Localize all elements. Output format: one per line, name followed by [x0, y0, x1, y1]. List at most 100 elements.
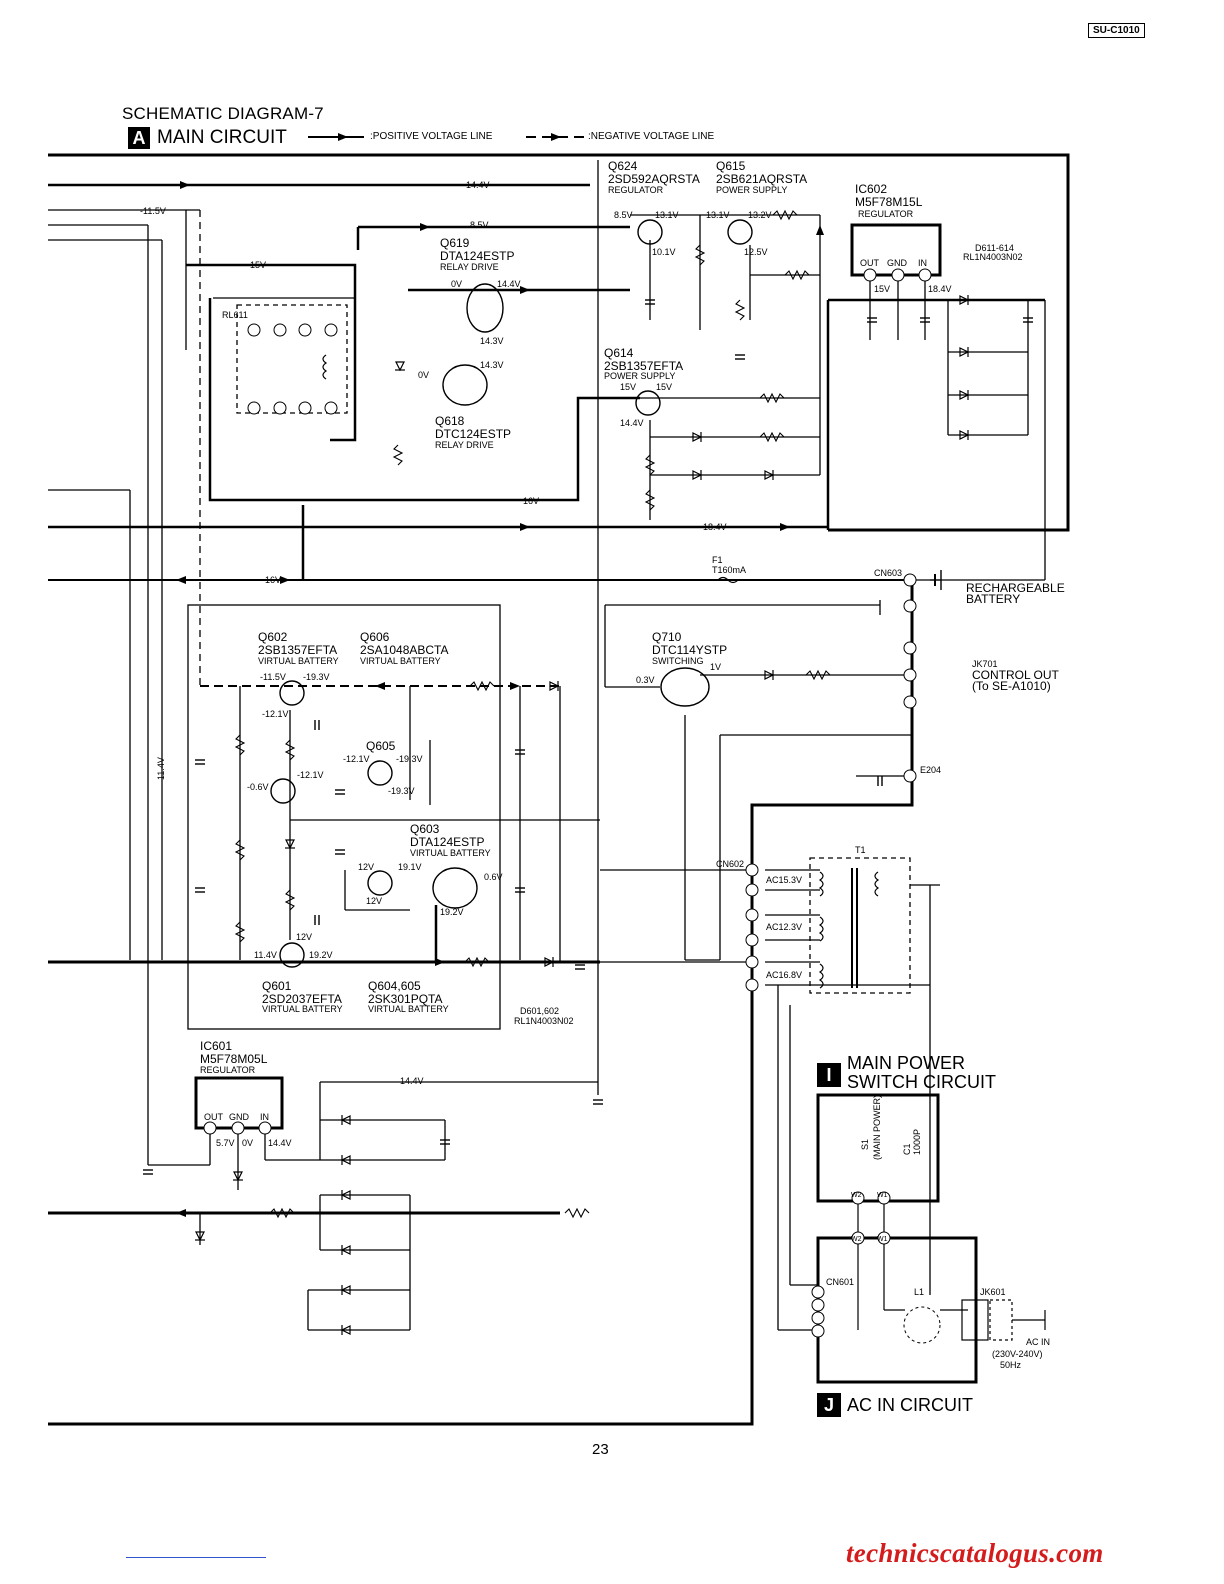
cn603-label: CN603 — [874, 568, 902, 578]
volt-minus-19-3-a: -19.3V — [303, 672, 330, 682]
volt-0-3: 0.3V — [636, 675, 655, 685]
main-power-label-2: SWITCH CIRCUIT — [847, 1072, 996, 1092]
f1-value: T160mA — [712, 565, 746, 575]
volt-15-q614-a: 15V — [620, 382, 636, 392]
volt-12-a: 12V — [358, 862, 374, 872]
main-circuit-label: MAIN CIRCUIT — [157, 127, 287, 148]
ac153-label: AC15.3V — [766, 875, 802, 885]
volt-13-1-a: 13.1V — [655, 210, 679, 220]
volt-0-6: 0.6V — [484, 872, 503, 882]
volt-15-ic602: 15V — [874, 284, 890, 294]
q614-symbol — [635, 390, 661, 416]
q710-part: DTC114YSTP — [652, 643, 727, 657]
volt-0-ic601: 0V — [242, 1138, 253, 1148]
volt-18-4: 18.4V — [703, 522, 727, 532]
l1-label: L1 — [914, 1287, 924, 1297]
q601-role: VIRTUAL BATTERY — [262, 1004, 343, 1014]
q603-role: VIRTUAL BATTERY — [410, 848, 491, 858]
q619-ref: Q619 — [440, 236, 470, 250]
w2-label-lower: W2 — [851, 1236, 862, 1243]
q603-ref: Q603 — [410, 822, 440, 836]
ac-voltage-text: (230V-240V) — [992, 1349, 1043, 1359]
q602-ref: Q602 — [258, 630, 288, 644]
ac-in-circuit-label: AC IN CIRCUIT — [847, 1395, 973, 1415]
q618-part: DTC124ESTP — [435, 427, 511, 441]
volt-14-3-a: 14.3V — [480, 336, 504, 346]
volt-13-2: 13.2V — [748, 210, 772, 220]
volt-12-5: 12.5V — [744, 247, 768, 257]
volt-5-7: 5.7V — [216, 1138, 235, 1148]
q619-role: RELAY DRIVE — [440, 262, 499, 272]
q604-role: VIRTUAL BATTERY — [368, 1004, 449, 1014]
q710-ref: Q710 — [652, 630, 682, 644]
volt-8-5-q624: 8.5V — [614, 210, 633, 220]
q602-symbol — [279, 680, 305, 706]
control-out-target: (To SE-A1010) — [972, 679, 1051, 693]
w2-label: W2 — [851, 1192, 862, 1199]
section-tag-i: I — [817, 1063, 841, 1087]
section-tag-j: J — [817, 1393, 841, 1417]
q604-part: 2SK301PQTA — [368, 992, 442, 1006]
volt-minus-12-1-a: -12.1V — [262, 709, 289, 719]
volt-14-3-b: 14.3V — [480, 360, 504, 370]
volt-16: 16V — [523, 496, 539, 506]
volt-11-4-rail: 11.4V — [156, 757, 166, 780]
volt-12-c: 12V — [296, 932, 312, 942]
q606-part: 2SA1048ABCTA — [360, 643, 449, 657]
q602-role: VIRTUAL BATTERY — [258, 656, 339, 666]
diagram-title: SCHEMATIC DIAGRAM-7 — [122, 104, 324, 123]
volt-12-b: 12V — [366, 896, 382, 906]
q615-ref: Q615 — [716, 159, 746, 173]
jk601-label: JK601 — [980, 1287, 1006, 1297]
d601-602-part: RL1N4003N02 — [514, 1016, 574, 1026]
c1-value: 1000P — [912, 1129, 922, 1155]
q624-role: REGULATOR — [608, 185, 664, 195]
q604-ref: Q604,605 — [368, 979, 421, 993]
q606-role: VIRTUAL BATTERY — [360, 656, 441, 666]
volt-minus-12-1-b: -12.1V — [297, 770, 324, 780]
volt-minus-11-5: -11.5V — [140, 206, 166, 216]
q710-symbol — [660, 667, 710, 707]
ic602-gnd: GND — [887, 258, 908, 268]
q615-role: POWER SUPPLY — [716, 185, 787, 195]
volt-18-4-ic602: 18.4V — [928, 284, 952, 294]
volt-13-1-b: 13.1V — [706, 210, 730, 220]
volt-10-1: 10.1V — [652, 247, 676, 257]
q619-symbol — [466, 283, 504, 333]
volt-minus-12-1-c: -12.1V — [343, 754, 370, 764]
q618-ref: Q618 — [435, 414, 465, 428]
footer-link-line — [126, 1557, 266, 1558]
d611-614-label: D611-614 — [975, 243, 1014, 253]
d611-614-part: RL1N4003N02 — [963, 252, 1023, 262]
w1-label-lower: W1 — [877, 1236, 888, 1243]
e204-label: E204 — [920, 765, 941, 775]
legend-positive: :POSITIVE VOLTAGE LINE — [370, 131, 493, 142]
c1-label: C1 — [902, 1143, 912, 1155]
q605-ref: Q605 — [366, 739, 396, 753]
ic602-ref: IC602 — [855, 182, 887, 196]
watermark[interactable]: technicscatalogus.com — [846, 1538, 1104, 1568]
volt-minus-19-3-c: -19.3V — [388, 786, 415, 796]
volt-19-2-a: 19.2V — [440, 907, 464, 917]
voltage-line-legend — [308, 133, 584, 141]
q601-symbol — [279, 942, 305, 968]
q606-symbol — [270, 778, 296, 804]
section-tag-a: A — [128, 127, 150, 149]
q614-part: 2SB1357EFTA — [604, 359, 683, 373]
legend-negative: :NEGATIVE VOLTAGE LINE — [588, 131, 715, 142]
volt-11-4: 11.4V — [254, 950, 277, 960]
volt-minus-19-3-b: -19.3V — [396, 754, 423, 764]
q618-symbol — [442, 364, 488, 406]
w1-label: W1 — [877, 1192, 888, 1199]
q624-part: 2SD592AQRSTA — [608, 172, 700, 186]
volt-19-1: 19.1V — [398, 862, 422, 872]
q602-part: 2SB1357EFTA — [258, 643, 337, 657]
t1-label: T1 — [855, 845, 866, 855]
q605-symbol — [367, 760, 393, 786]
ic601-part: M5F78M05L — [200, 1052, 268, 1066]
ic601-out: OUT — [204, 1112, 224, 1122]
rechargeable-label: RECHARGEABLE — [966, 581, 1065, 595]
volt-0-q619: 0V — [451, 279, 462, 289]
volt-minus-11-5-q602: -11.5V — [260, 672, 286, 682]
